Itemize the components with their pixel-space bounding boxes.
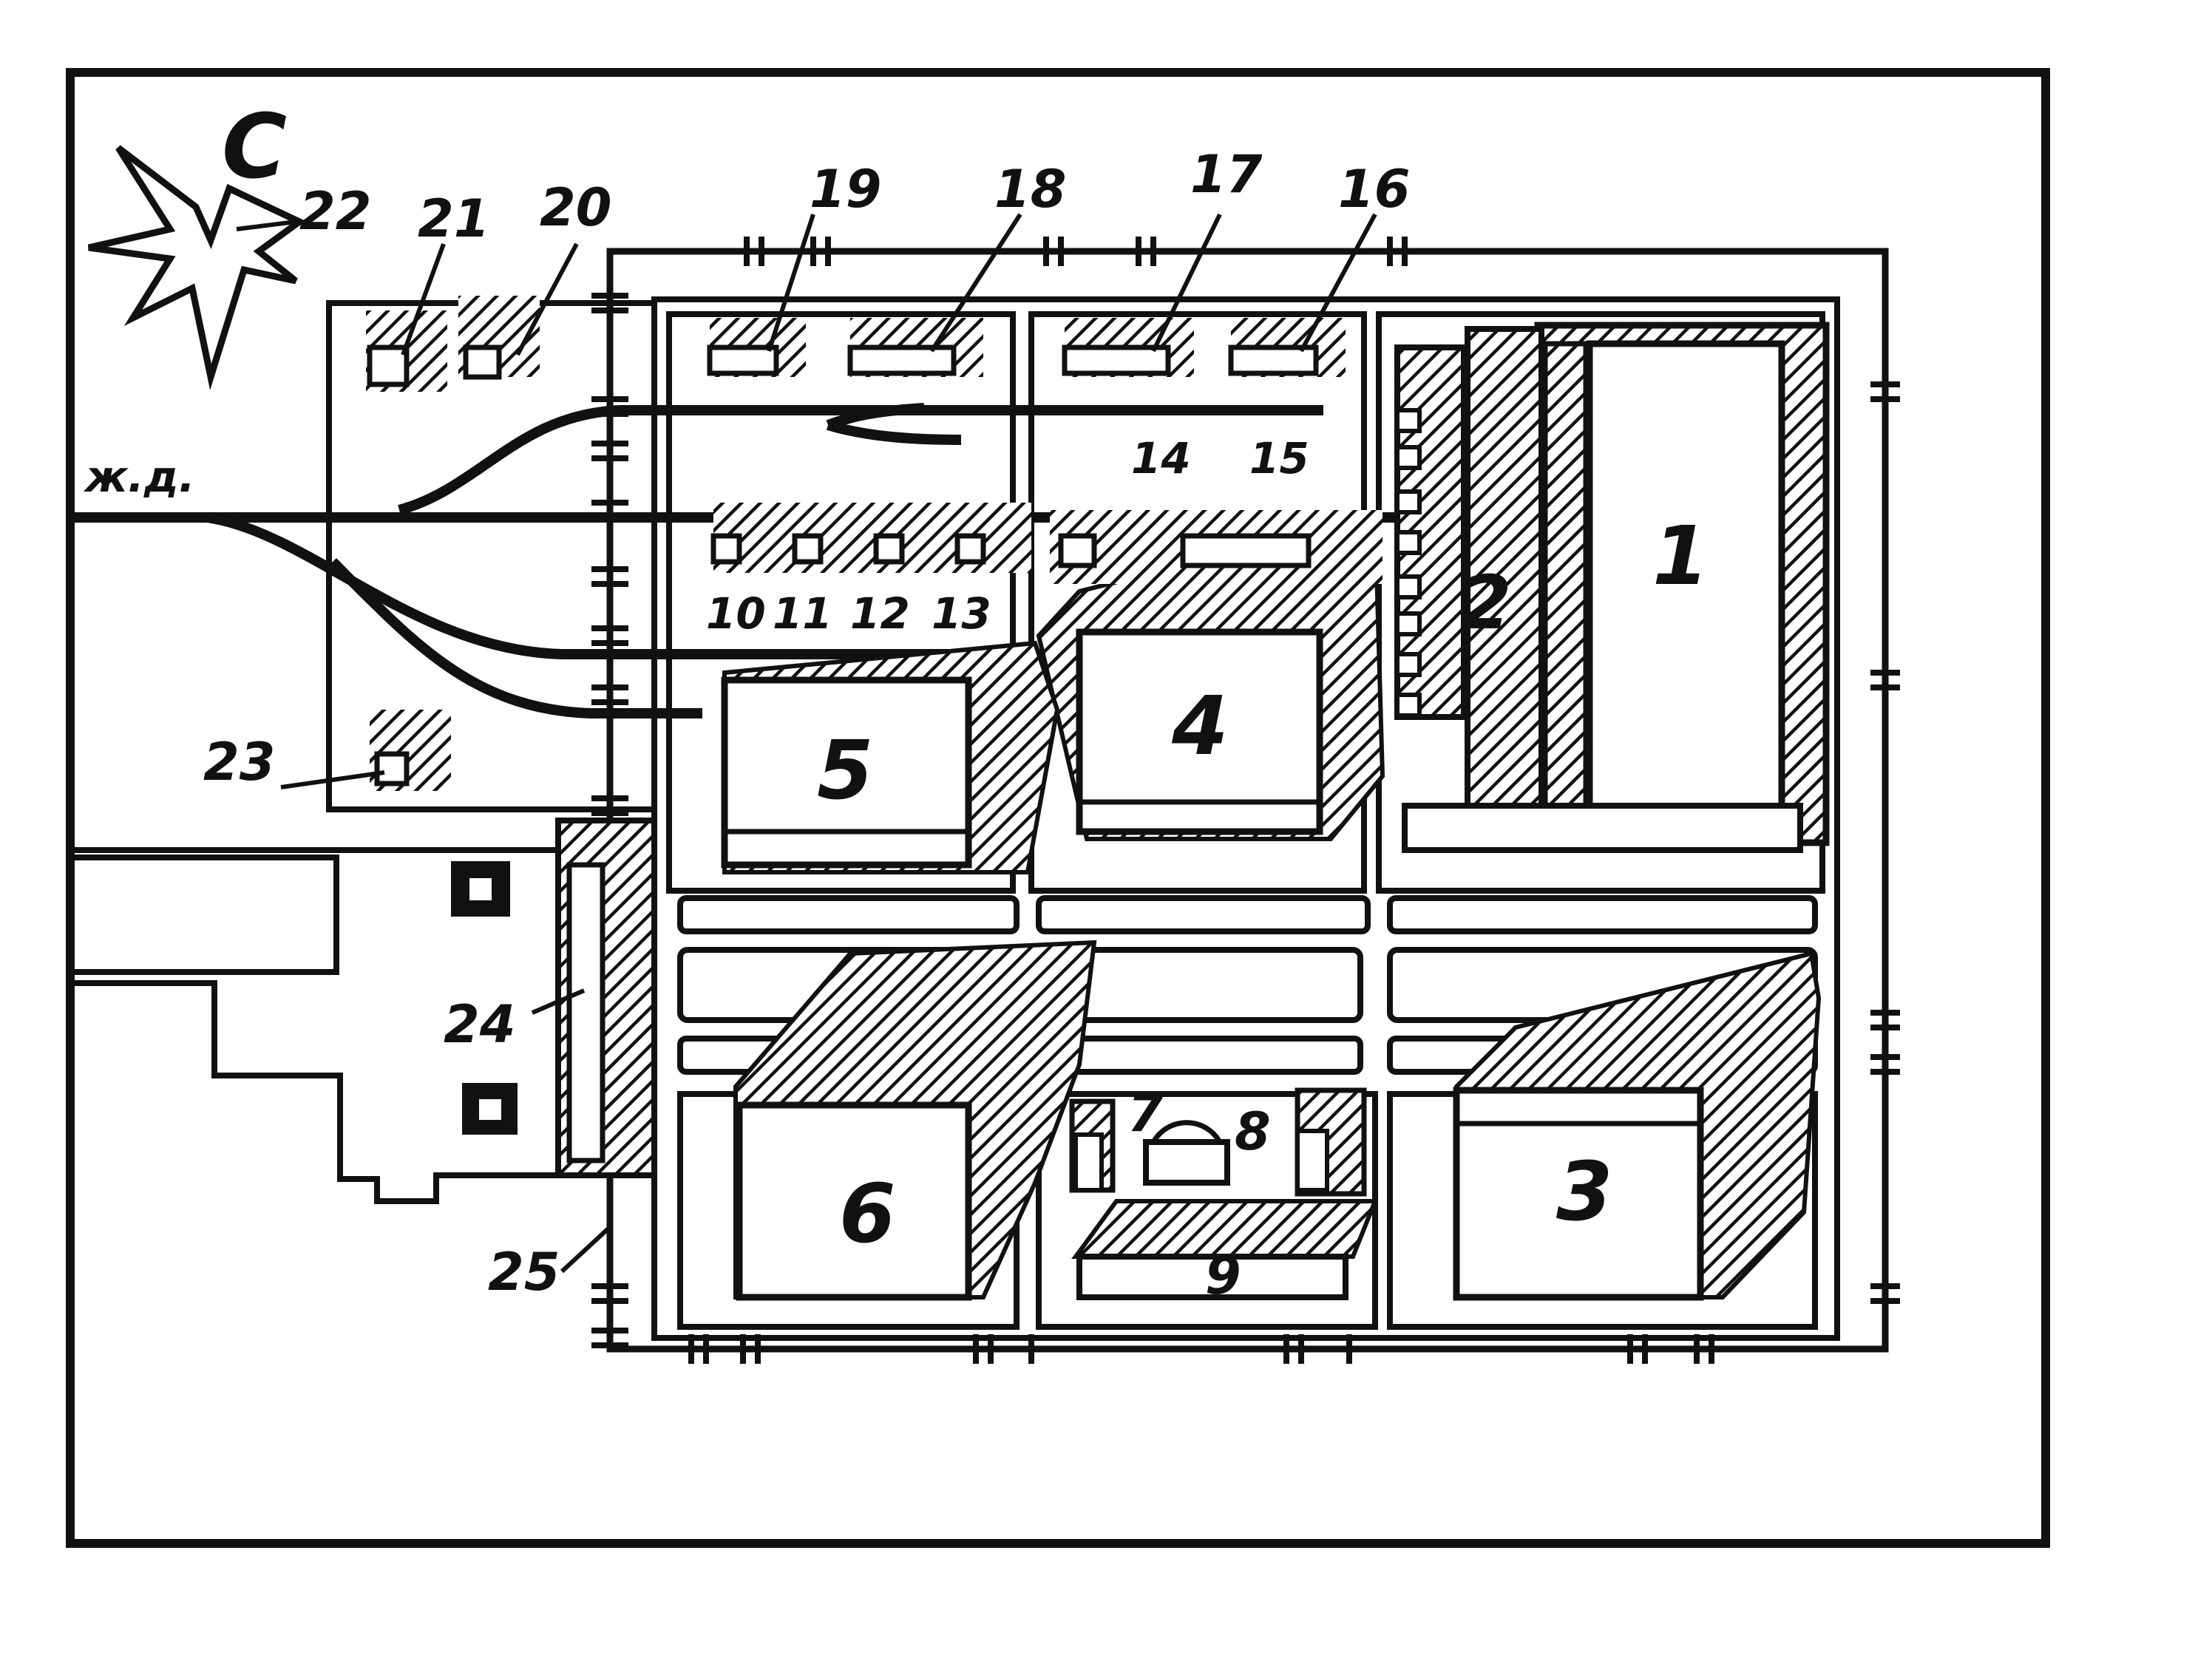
small-buildings-16-21 bbox=[366, 296, 1346, 791]
building-6 bbox=[733, 940, 1097, 1301]
square-markers bbox=[451, 861, 518, 1135]
label-4: 4 bbox=[1171, 679, 1229, 773]
label-17: 17 bbox=[1190, 144, 1263, 205]
label-8: 8 bbox=[1235, 1101, 1271, 1162]
label-19: 19 bbox=[810, 159, 881, 220]
fence bbox=[606, 248, 1889, 1353]
label-21: 21 bbox=[418, 188, 489, 249]
small-buildings-10-15 bbox=[710, 503, 1382, 584]
railway-label: ж.д. bbox=[83, 452, 195, 502]
building-7 bbox=[1069, 1098, 1116, 1193]
label-1: 1 bbox=[1652, 509, 1709, 603]
leader-lines bbox=[236, 213, 1377, 1274]
label-12: 12 bbox=[850, 588, 910, 639]
building-8 bbox=[1143, 1087, 1367, 1197]
label-20: 20 bbox=[540, 177, 611, 238]
north-star-icon bbox=[88, 145, 306, 390]
label-6: 6 bbox=[839, 1166, 896, 1261]
building-1 bbox=[1402, 322, 1830, 853]
label-5: 5 bbox=[817, 723, 874, 818]
label-25: 25 bbox=[488, 1242, 560, 1302]
label-13: 13 bbox=[932, 588, 991, 639]
label-14: 14 bbox=[1131, 433, 1191, 483]
label-24: 24 bbox=[444, 994, 515, 1055]
label-23: 23 bbox=[203, 732, 275, 792]
building-9 bbox=[1071, 1199, 1379, 1300]
label-3: 3 bbox=[1556, 1144, 1613, 1239]
building-3 bbox=[1453, 951, 1822, 1301]
label-22: 22 bbox=[299, 181, 371, 242]
label-16: 16 bbox=[1338, 159, 1410, 220]
label-15: 15 bbox=[1249, 433, 1309, 483]
label-18: 18 bbox=[994, 159, 1066, 220]
building-5 bbox=[721, 640, 1060, 874]
building-24 bbox=[555, 818, 657, 1178]
north-label: С bbox=[222, 96, 287, 199]
label-10: 10 bbox=[706, 588, 766, 639]
outer-frame bbox=[66, 68, 2050, 1548]
building-4 bbox=[1036, 514, 1385, 841]
label-7: 7 bbox=[1127, 1083, 1164, 1144]
label-9: 9 bbox=[1205, 1246, 1241, 1306]
building-2 bbox=[1394, 344, 1467, 720]
label-2: 2 bbox=[1460, 560, 1512, 646]
label-11: 11 bbox=[773, 588, 832, 639]
